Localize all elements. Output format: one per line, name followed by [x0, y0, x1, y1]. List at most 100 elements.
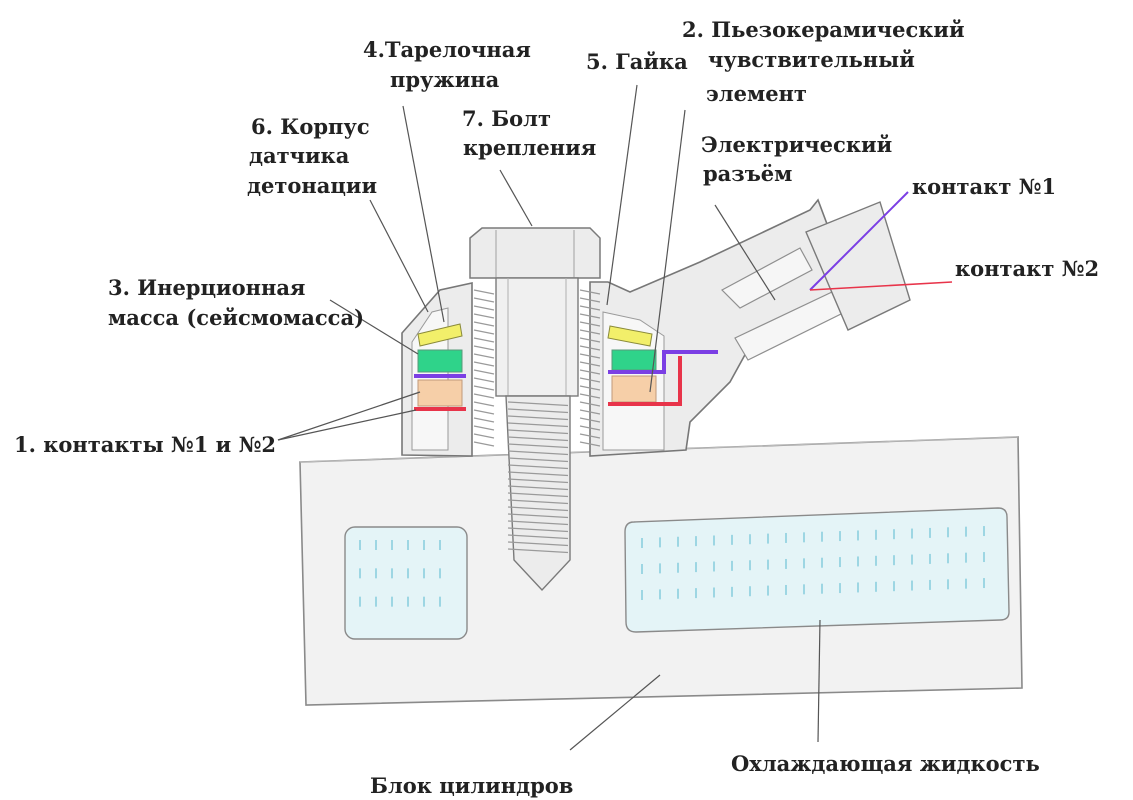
thread-line: [579, 401, 601, 407]
sensing-stack-left: [414, 323, 466, 411]
thread-line: [579, 305, 601, 311]
labels: 2. Пьезокерамический чувствительный элем…: [14, 17, 1099, 798]
thread-line: [473, 425, 495, 431]
thread-line: [579, 345, 601, 351]
label-spring-2: пружина: [390, 67, 500, 92]
label-mass-1: 3. Инерционная: [108, 275, 305, 300]
thread-line: [473, 369, 495, 375]
thread-line: [579, 297, 601, 303]
thread-line: [507, 401, 569, 407]
leader-lines: [277, 84, 821, 751]
thread-line: [473, 313, 495, 319]
sensing-stack-right: [607, 325, 718, 406]
thread-line: [579, 377, 601, 383]
thread-line: [579, 433, 601, 439]
label-nut: 5. Гайка: [586, 49, 688, 74]
thread-line: [473, 289, 495, 295]
label-piezo-1: 2. Пьезокерамический: [682, 17, 965, 42]
seismic-mass-right: [611, 349, 657, 371]
thread-line: [507, 443, 569, 449]
contact-1-line: [809, 191, 909, 291]
thread-line: [579, 321, 601, 327]
label-mass-2: масса (сейсмомасса): [108, 305, 364, 330]
thread-line: [507, 541, 569, 547]
thread-line: [473, 409, 495, 415]
piezo-element-right: [611, 375, 657, 403]
label-coolant: Охлаждающая жидкость: [731, 751, 1040, 776]
thread-line: [507, 471, 569, 477]
thread-line: [507, 450, 569, 456]
coolant-channel-right: [624, 507, 1010, 633]
contact-1-wire: [608, 350, 718, 374]
thread-line: [579, 441, 601, 447]
thread-line: [473, 417, 495, 423]
thread-line: [473, 377, 495, 383]
thread-line: [507, 492, 569, 498]
disc-spring-left: [417, 323, 463, 347]
thread-line: [507, 478, 569, 484]
thread-line: [579, 313, 601, 319]
thread-line: [473, 305, 495, 311]
thread-line: [507, 520, 569, 526]
thread-line: [579, 337, 601, 343]
thread-line: [473, 393, 495, 399]
label-housing-1: 6. Корпус: [251, 114, 370, 139]
thread-line: [473, 353, 495, 359]
thread-line: [507, 534, 569, 540]
thread-line: [473, 441, 495, 447]
label-housing-3: детонации: [247, 173, 377, 198]
coolant-channel-left: [344, 526, 468, 640]
label-housing-2: датчика: [249, 143, 350, 168]
thread-line: [579, 361, 601, 367]
thread-line: [579, 329, 601, 335]
thread-line: [507, 464, 569, 470]
label-piezo-3: элемент: [706, 81, 807, 106]
label-piezo-2: чувствительный: [708, 47, 915, 72]
contact-2-wire: [608, 356, 682, 406]
label-cylinder-block: Блок цилиндров: [370, 773, 573, 798]
thread-line: [473, 321, 495, 327]
thread-line: [473, 345, 495, 351]
thread-line: [473, 297, 495, 303]
thread-line: [507, 436, 569, 442]
thread-line: [507, 457, 569, 463]
thread-line: [579, 409, 601, 415]
label-connector-2: разъём: [703, 161, 792, 186]
thread-line: [473, 433, 495, 439]
thread-line: [473, 329, 495, 335]
piezo-element-left: [417, 379, 463, 407]
label-contacts: 1. контакты №1 и №2: [14, 432, 276, 457]
thread-line: [507, 429, 569, 435]
label-bolt-1: 7. Болт: [462, 106, 551, 131]
label-connector-1: Электрический: [701, 132, 892, 157]
label-bolt-2: крепления: [463, 135, 596, 160]
thread-line: [579, 417, 601, 423]
thread-line: [507, 506, 569, 512]
hex-bolt-icon: [469, 227, 601, 592]
label-spring-1: 4.Тарелочная: [363, 37, 531, 62]
thread-line: [507, 548, 569, 554]
plug-connector-icon: [805, 201, 911, 331]
thread-line: [579, 289, 601, 295]
thread-line: [579, 393, 601, 399]
thread-line: [473, 337, 495, 343]
thread-line: [579, 385, 601, 391]
thread-line: [473, 385, 495, 391]
thread-line: [579, 369, 601, 375]
label-contact-1: контакт №1: [912, 174, 1056, 199]
disc-spring-right: [607, 325, 653, 347]
thread-line: [473, 401, 495, 407]
thread-line: [507, 499, 569, 505]
label-contact-2: контакт №2: [955, 256, 1099, 281]
thread-line: [579, 425, 601, 431]
thread-line: [507, 415, 569, 421]
thread-line: [579, 353, 601, 359]
thread-line: [507, 408, 569, 414]
contact-2-line: [809, 281, 953, 291]
seismic-mass-left: [417, 349, 463, 373]
thread-line: [473, 361, 495, 367]
thread-line: [507, 527, 569, 533]
thread-line: [507, 485, 569, 491]
thread-line: [507, 422, 569, 428]
